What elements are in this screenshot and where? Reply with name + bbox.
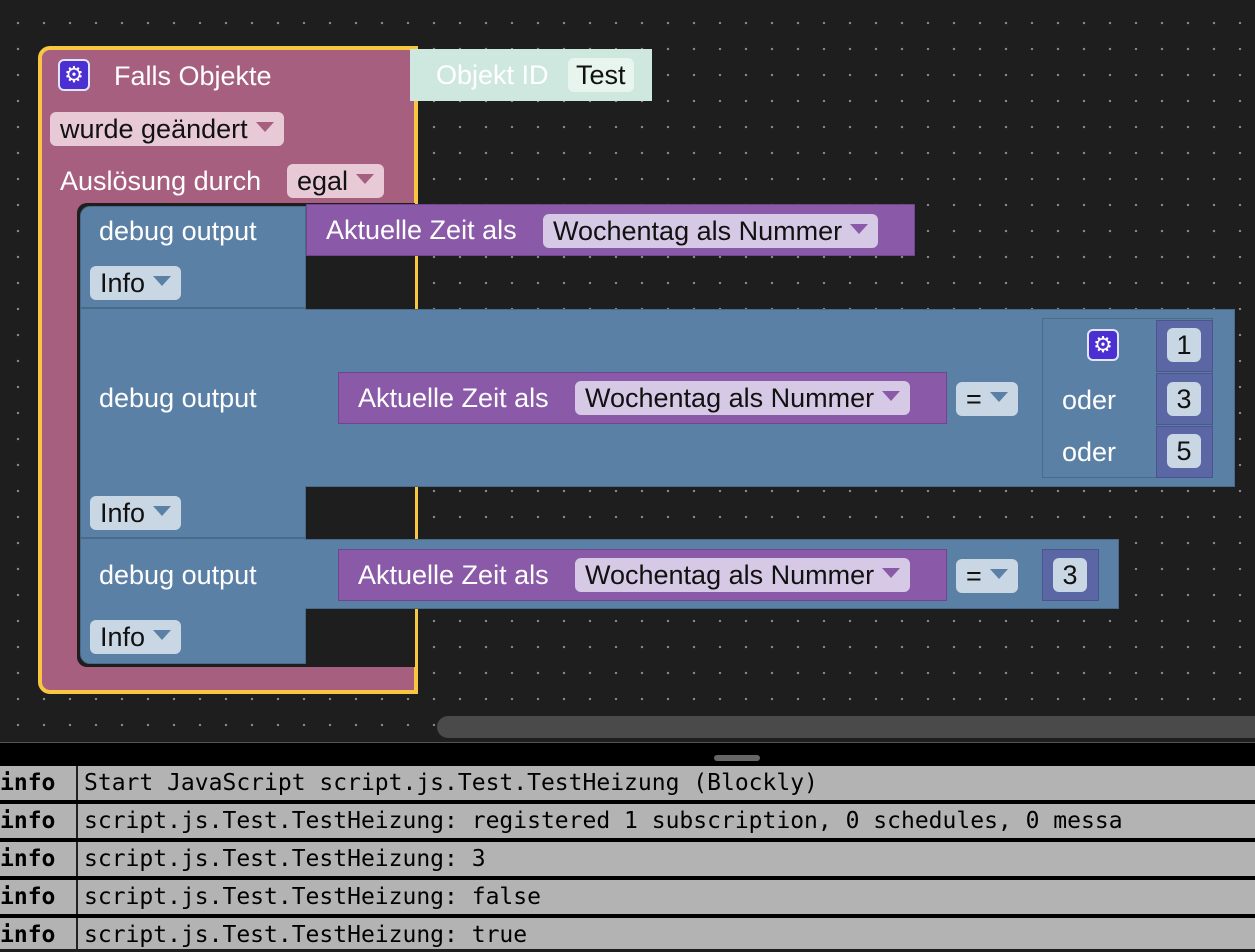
trigger-label: Auslösung durch [60, 166, 262, 196]
gear-icon[interactable]: ⚙ [58, 59, 90, 91]
chevron-down-icon [356, 174, 375, 184]
gear-icon[interactable]: ⚙ [1087, 329, 1119, 361]
operator-value: = [966, 561, 982, 591]
time-format-dropdown[interactable]: Wochentag als Nummer [575, 558, 911, 592]
log-level-dropdown[interactable]: Info [90, 496, 182, 530]
time-format-dropdown[interactable]: Wochentag als Nummer [543, 214, 879, 248]
panel-divider [0, 742, 1255, 743]
time-format-dropdown[interactable]: Wochentag als Nummer [575, 381, 911, 415]
log-level: info [0, 766, 78, 800]
chevron-down-icon [153, 506, 172, 516]
debug-output-label: debug output [99, 383, 257, 413]
number-field[interactable]: 1 [1167, 328, 1201, 362]
number-field[interactable]: 3 [1167, 382, 1201, 416]
time-format-value: Wochentag als Nummer [585, 560, 875, 590]
time-format-value: Wochentag als Nummer [553, 216, 843, 246]
time-format-value: Wochentag als Nummer [585, 383, 875, 413]
resize-handle[interactable] [714, 755, 760, 761]
current-time-label: Aktuelle Zeit als [358, 383, 549, 413]
event-block-title: Falls Objekte [114, 61, 272, 91]
log-row: info script.js.Test.TestHeizung: true [0, 918, 1255, 952]
log-message: script.js.Test.TestHeizung: true [84, 922, 528, 948]
object-id-field[interactable]: Test [568, 58, 634, 92]
chevron-down-icon [153, 276, 172, 286]
chevron-down-icon [882, 568, 901, 578]
chevron-down-icon [255, 122, 274, 132]
blockly-workspace[interactable]: ⚙ Falls Objekte Objekt ID Test wurde geä… [0, 0, 1255, 742]
chevron-down-icon [153, 630, 172, 640]
chevron-down-icon [989, 569, 1008, 579]
debug-output-label: debug output [99, 216, 257, 246]
log-level-dropdown[interactable]: Info [90, 266, 182, 300]
log-message: script.js.Test.TestHeizung: false [84, 884, 541, 910]
object-id-label: Objekt ID [436, 60, 549, 90]
log-row: info script.js.Test.TestHeizung: 3 [0, 842, 1255, 876]
change-type-dropdown[interactable]: wurde geändert [50, 112, 284, 146]
current-time-label: Aktuelle Zeit als [326, 215, 517, 245]
debug-output-label: debug output [99, 560, 257, 590]
log-message: script.js.Test.TestHeizung: 3 [84, 846, 486, 872]
log-level: info [0, 918, 78, 952]
trigger-value: egal [297, 166, 349, 196]
log-level-value: Info [100, 268, 146, 298]
log-row: info script.js.Test.TestHeizung: registe… [0, 804, 1255, 838]
trigger-dropdown[interactable]: egal [287, 164, 385, 198]
log-message: script.js.Test.TestHeizung: registered 1… [84, 808, 1123, 834]
operator-dropdown[interactable]: = [956, 559, 1018, 593]
chevron-down-icon [989, 392, 1008, 402]
log-level: info [0, 804, 78, 838]
number-field[interactable]: 3 [1053, 558, 1087, 592]
horizontal-scrollbar[interactable] [437, 716, 1255, 738]
log-level: info [0, 880, 78, 914]
log-panel: info Start JavaScript script.js.Test.Tes… [0, 742, 1255, 952]
log-level-dropdown[interactable]: Info [90, 620, 182, 654]
log-level-value: Info [100, 622, 146, 652]
chevron-down-icon [882, 391, 901, 401]
log-level: info [0, 842, 78, 876]
log-row: info Start JavaScript script.js.Test.Tes… [0, 766, 1255, 800]
log-level-value: Info [100, 498, 146, 528]
operator-dropdown[interactable]: = [956, 382, 1018, 416]
or-label: oder [1062, 385, 1117, 415]
current-time-label: Aktuelle Zeit als [358, 560, 549, 590]
or-label: oder [1062, 437, 1117, 467]
number-field[interactable]: 5 [1167, 434, 1201, 468]
operator-value: = [966, 384, 982, 414]
log-row: info script.js.Test.TestHeizung: false [0, 880, 1255, 914]
chevron-down-icon [850, 224, 869, 234]
log-message: Start JavaScript script.js.Test.TestHeiz… [84, 770, 818, 796]
change-type-value: wurde geändert [60, 114, 248, 144]
